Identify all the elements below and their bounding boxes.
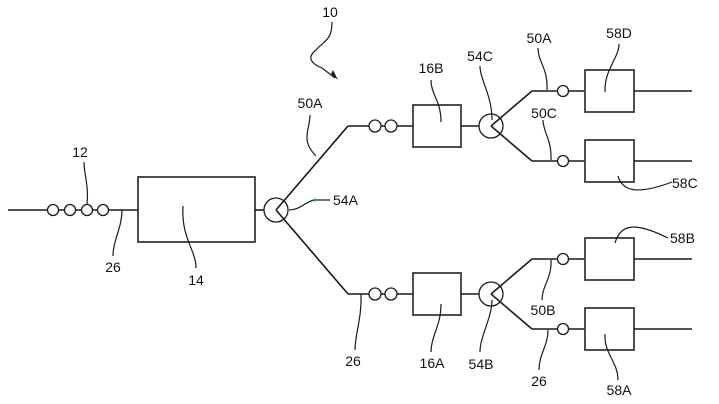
label-10: 10	[322, 4, 338, 20]
label-54c: 54C	[467, 48, 493, 64]
label-54b: 54B	[469, 356, 494, 372]
label-58c: 58C	[672, 175, 698, 191]
branch-lower	[491, 126, 532, 161]
label-58a: 58A	[607, 382, 633, 398]
splitter-54c	[479, 91, 532, 161]
signal-circle	[65, 205, 76, 216]
label-58d: 58D	[606, 25, 632, 41]
signal-circle	[385, 288, 397, 300]
branch-lower	[491, 294, 532, 329]
leader-12	[84, 162, 87, 204]
branch-58a	[532, 308, 692, 350]
signal-circle	[558, 324, 569, 335]
signal-circle	[558, 86, 569, 97]
branch-upper	[491, 91, 532, 126]
leader-50c	[543, 120, 551, 160]
signal-circle	[558, 254, 569, 265]
leader-54a	[289, 200, 330, 210]
signal-circle	[369, 120, 381, 132]
splitter-54b	[479, 259, 532, 329]
signal-circle	[558, 156, 569, 167]
label-12: 12	[72, 144, 88, 160]
marker-dot	[314, 199, 317, 202]
leader-26-right	[539, 330, 548, 370]
signal-circle	[369, 288, 381, 300]
branch-lower	[276, 210, 348, 294]
label-26-mid: 26	[345, 353, 361, 369]
label-14: 14	[188, 272, 204, 288]
signal-circle	[98, 205, 109, 216]
label-58b: 58B	[670, 230, 695, 246]
leader-54b	[480, 300, 492, 352]
signal-circle	[82, 205, 93, 216]
splitter-54a	[264, 126, 348, 294]
unit-58a	[585, 308, 634, 350]
unit-58c	[585, 140, 634, 182]
leader-26-left	[113, 210, 122, 256]
label-26-left: 26	[105, 259, 121, 275]
leader-26-mid	[355, 294, 361, 350]
label-50a-right: 50A	[527, 30, 553, 46]
unit-16a	[413, 273, 461, 315]
main-unit-14	[138, 177, 255, 242]
leader-50a-upper	[307, 115, 316, 156]
leader-50a-right	[538, 48, 547, 90]
leader-54c	[480, 66, 492, 120]
unit-16b	[413, 105, 461, 147]
leader-50b	[542, 260, 551, 300]
label-16b: 16B	[419, 60, 444, 76]
branch-58b	[532, 238, 692, 280]
unit-58b	[585, 238, 634, 280]
label-54a: 54A	[333, 192, 359, 208]
label-50b: 50B	[531, 302, 556, 318]
branch-58c	[532, 140, 692, 182]
branch-upper	[491, 259, 532, 294]
label-50c: 50C	[531, 105, 557, 121]
label-16a: 16A	[420, 355, 446, 371]
unit-58d	[585, 70, 634, 112]
signal-circle	[385, 120, 397, 132]
label-50a-upper: 50A	[298, 95, 324, 111]
leader-10	[311, 22, 335, 78]
signal-circle	[48, 205, 59, 216]
label-26-right: 26	[531, 373, 547, 389]
